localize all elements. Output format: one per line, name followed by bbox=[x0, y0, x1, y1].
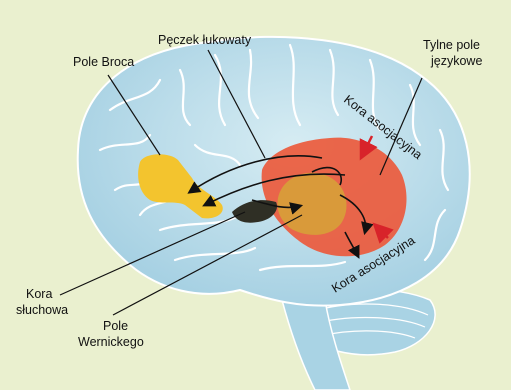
wernicke-area bbox=[278, 173, 347, 235]
label-auditory-line1: Kora bbox=[26, 287, 52, 301]
label-broca: Pole Broca bbox=[73, 55, 134, 69]
label-wernicke-line2: Wernickego bbox=[78, 335, 144, 349]
label-wernicke-line1: Pole bbox=[103, 319, 128, 333]
label-auditory-line2: słuchowa bbox=[16, 303, 68, 317]
label-posterior-line2: językowe bbox=[430, 54, 482, 68]
label-fasciculus: Pęczek łukowaty bbox=[158, 33, 252, 47]
label-posterior-line1: Tylne pole bbox=[423, 38, 480, 52]
